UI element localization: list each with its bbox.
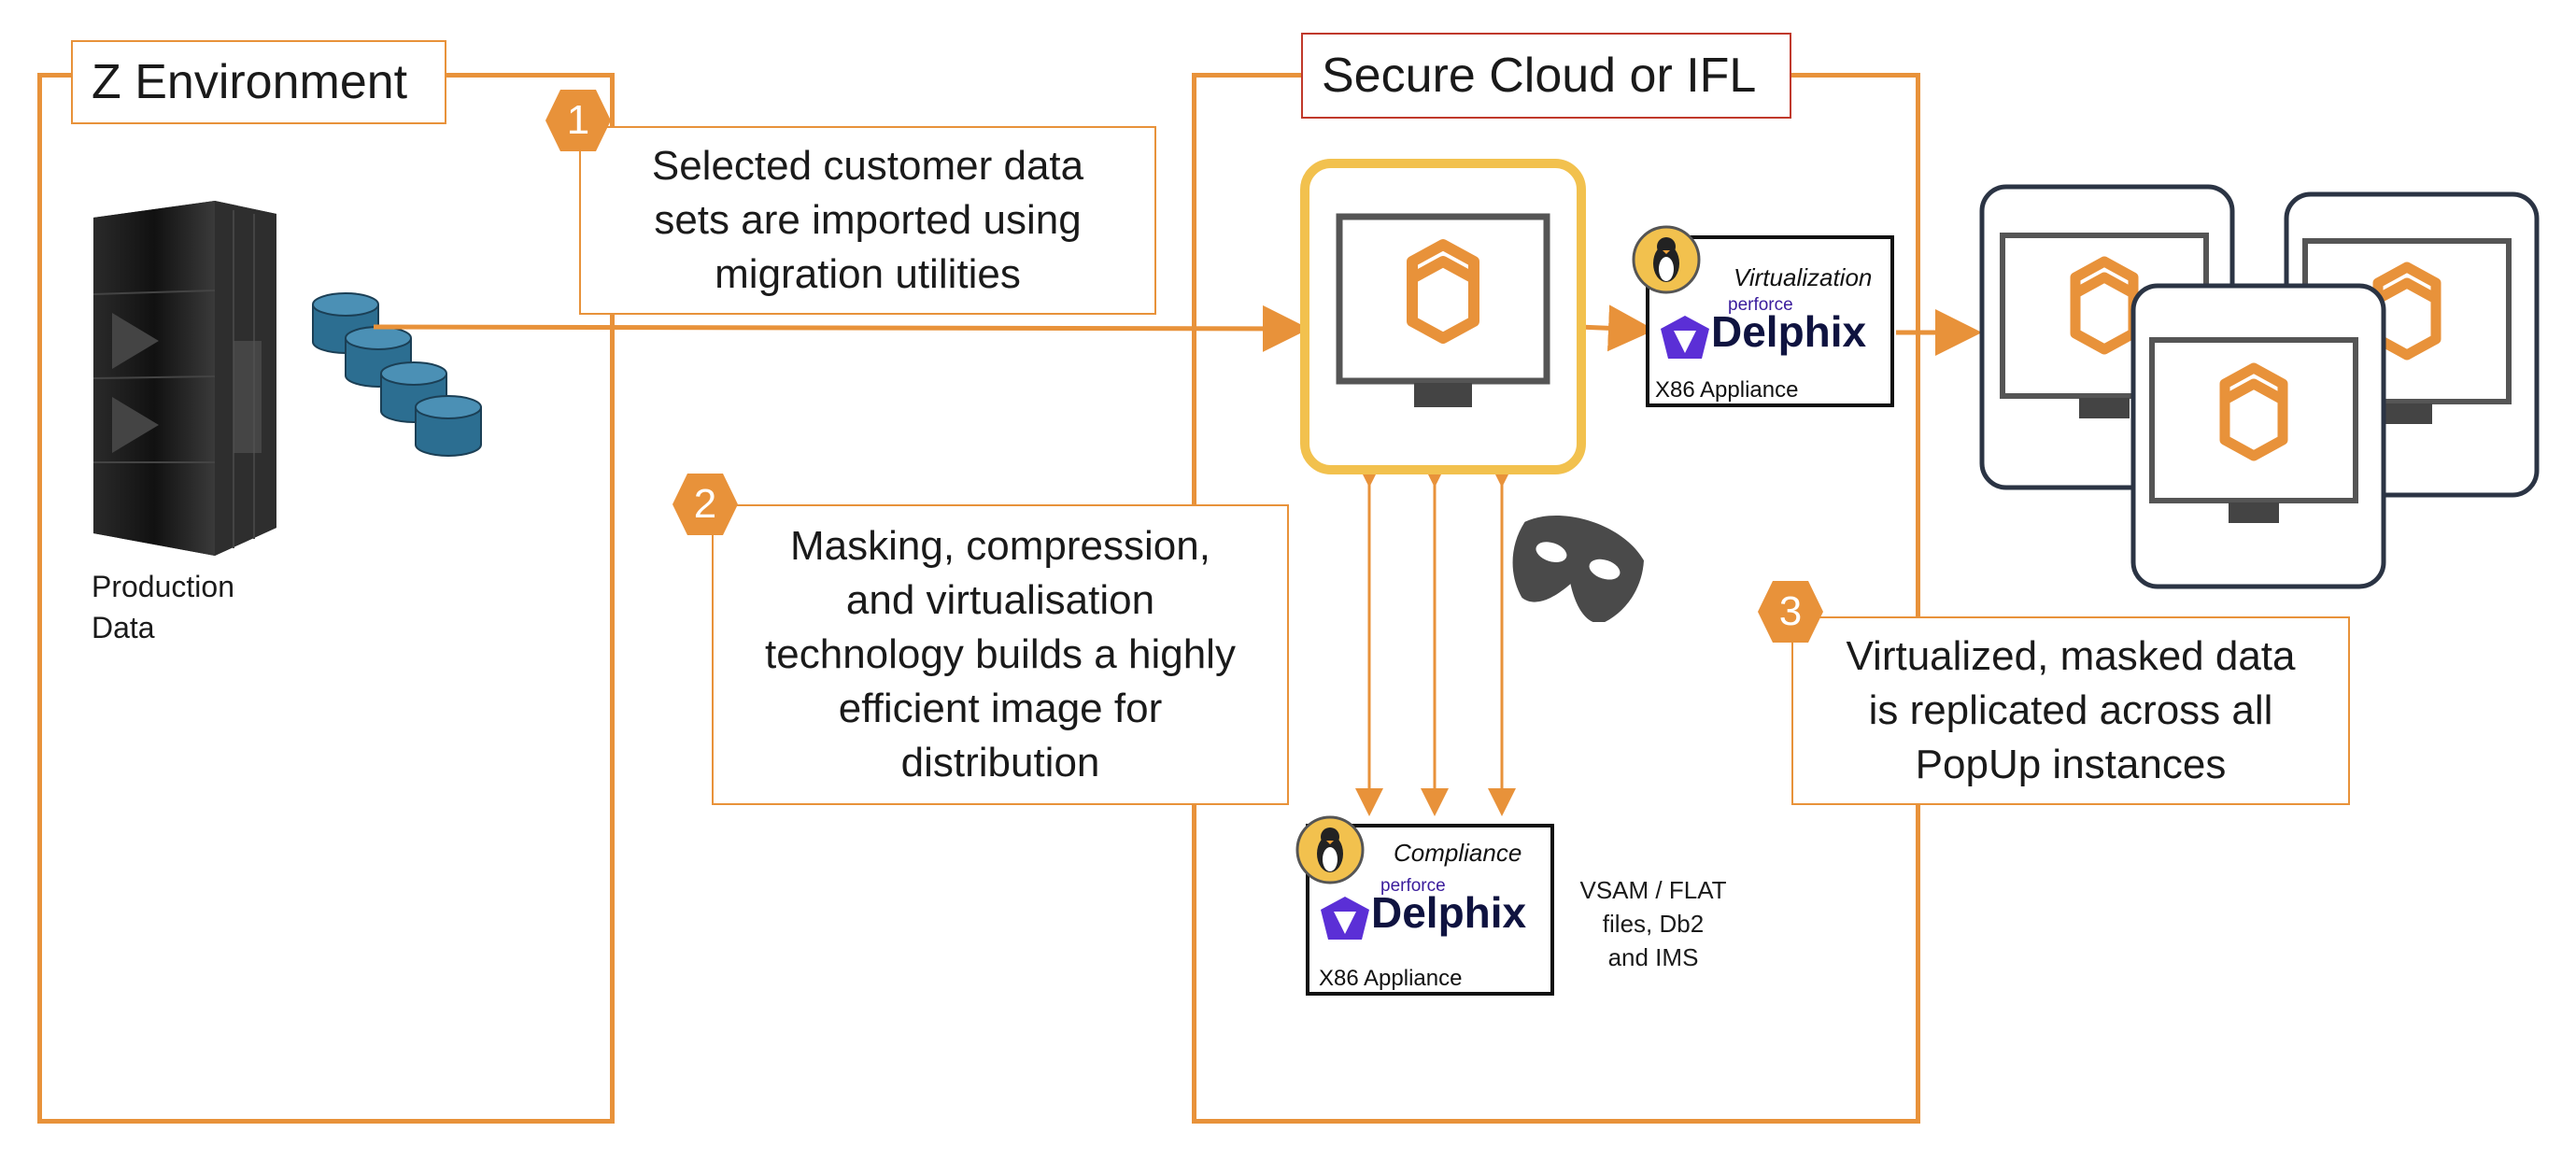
production-label-line2: Data <box>92 611 155 644</box>
step2-line2: and virtualisation <box>845 577 1155 623</box>
step1-number: 1 <box>566 97 590 143</box>
step3-line1: Virtualized, masked data <box>1846 633 2296 679</box>
production-data-label: Production Data <box>92 566 234 648</box>
virtualization-role: Virtualization <box>1734 263 1873 291</box>
data-types-line3: and IMS <box>1607 943 1699 971</box>
step3-badge: 3 <box>1756 577 1825 646</box>
secure-cloud-title: Secure Cloud or IFL <box>1301 33 1791 119</box>
step1-line1: Selected customer data <box>651 143 1084 189</box>
compliance-brand: Delphix <box>1371 888 1527 937</box>
popup-instances <box>1979 184 2540 589</box>
step3-number: 3 <box>1778 588 1803 634</box>
secure-cloud-title-text: Secure Cloud or IFL <box>1322 49 1757 103</box>
data-types-note: VSAM / FLAT files, Db2 and IMS <box>1578 873 1728 974</box>
linux-penguin-icon-2 <box>1295 815 1365 884</box>
step3-callout: Virtualized, masked data is replicated a… <box>1791 616 2350 805</box>
mainframe-server-icon <box>93 201 276 556</box>
compliance-role: Compliance <box>1394 839 1522 867</box>
virtualization-platform: X86 Appliance <box>1655 377 1799 403</box>
production-label-line1: Production <box>92 570 234 603</box>
step2-line3: technology builds a highly <box>765 631 1236 677</box>
step2-line4: efficient image for <box>838 686 1163 731</box>
step2-badge: 2 <box>671 470 740 539</box>
popup-instance-3 <box>2130 283 2386 589</box>
step2-line1: Masking, compression, <box>790 523 1210 569</box>
linux-penguin-icon <box>1632 225 1701 294</box>
z-environment-title-text: Z Environment <box>92 55 408 109</box>
delphix-logo-icon-2 <box>1321 897 1369 940</box>
central-image-monitor <box>1300 159 1586 474</box>
step2-number: 2 <box>693 481 717 527</box>
z-environment-title: Z Environment <box>71 40 446 124</box>
to-virtualization-arrow <box>1578 304 1655 352</box>
data-types-line2: files, Db2 <box>1602 910 1705 938</box>
step2-line5: distribution <box>900 740 1100 785</box>
hexagon-logo-icon <box>1407 239 1479 344</box>
database-stack-icon <box>312 292 482 457</box>
mask-icon <box>1512 516 1644 622</box>
step1-callout: Selected customer data sets are imported… <box>579 126 1156 315</box>
database-cylinder-icon <box>312 292 482 457</box>
virtualization-appliance: Virtualization perforce Delphix X86 Appl… <box>1646 235 1894 407</box>
step3-line3: PopUp instances <box>1915 742 2227 787</box>
compliance-vendor: perforce <box>1380 876 1446 896</box>
step1-badge: 1 <box>544 86 613 155</box>
step3-line2: is replicated across all <box>1868 687 2273 733</box>
delphix-logo-icon <box>1661 316 1709 359</box>
import-arrow <box>373 304 1309 352</box>
compliance-platform: X86 Appliance <box>1319 966 1463 991</box>
step1-line3: migration utilities <box>715 251 1021 297</box>
step1-line2: sets are imported using <box>654 197 1082 243</box>
data-types-line1: VSAM / FLAT <box>1579 876 1727 904</box>
virtualization-brand: Delphix <box>1711 307 1867 356</box>
step2-callout: Masking, compression, and virtualisation… <box>712 504 1289 805</box>
virtualization-vendor: perforce <box>1728 295 1793 315</box>
